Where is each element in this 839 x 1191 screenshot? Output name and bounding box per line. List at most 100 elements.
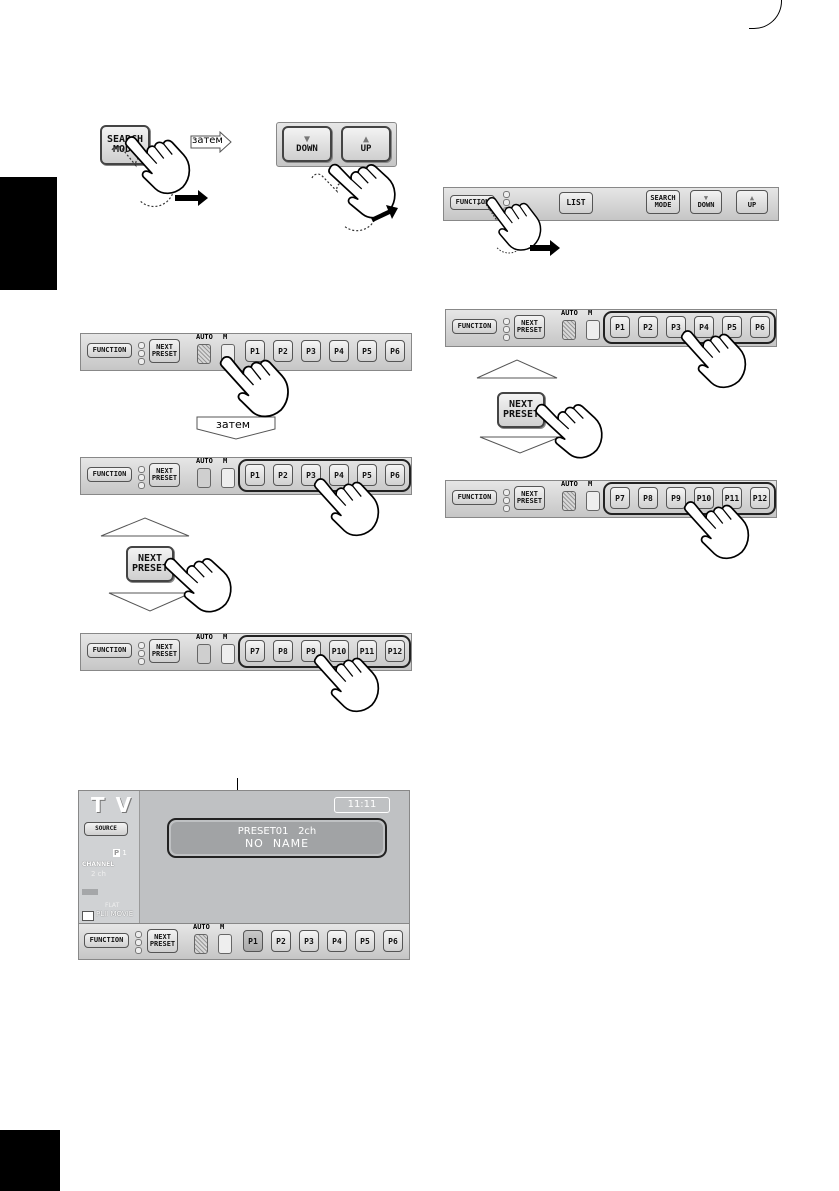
hand-pointer-icon (123, 118, 199, 204)
cycle-up-arrow (100, 517, 190, 537)
preset-button[interactable]: P3 (299, 930, 319, 952)
function-button[interactable]: FUNCTION (87, 643, 132, 658)
preset-button[interactable]: P12 (750, 487, 770, 509)
hand-pointer-icon (312, 460, 388, 546)
preset-button[interactable]: P5 (357, 464, 377, 486)
triangle-up-icon: ▲ (362, 133, 370, 145)
hand-pointer-icon (533, 383, 612, 469)
preset-button[interactable]: P2 (638, 316, 658, 338)
hand-pointer-icon (312, 636, 388, 722)
preset-button[interactable]: P8 (638, 487, 658, 509)
down-small-button[interactable]: ▼ DOWN (690, 190, 722, 214)
preset-button[interactable]: P7 (245, 640, 265, 662)
function-button[interactable]: FUNCTION (452, 490, 497, 505)
name-line: NO NAME (244, 837, 310, 850)
auto-label: AUTO (196, 633, 213, 641)
preset-button[interactable]: P11 (722, 487, 742, 509)
up-small-button[interactable]: ▲ UP (736, 190, 768, 214)
down-small-label: DOWN (697, 201, 715, 209)
preset-button[interactable]: P3 (666, 316, 686, 338)
auto-indicator[interactable] (197, 344, 211, 364)
preset-button[interactable]: P6 (385, 340, 405, 362)
indicator-lamp (138, 350, 145, 357)
next-preset-button[interactable]: NEXT PRESET (514, 486, 545, 510)
memory-button[interactable] (221, 644, 235, 664)
source-title: T V (91, 793, 134, 817)
next-preset-button[interactable]: NEXT PRESET (514, 315, 545, 339)
preset-button[interactable]: P4 (329, 464, 349, 486)
preset-button[interactable]: P11 (357, 640, 377, 662)
preset-button[interactable]: P5 (722, 316, 742, 338)
preset-button-active[interactable]: P1 (243, 930, 263, 952)
preset-bar-left-3: FUNCTION NEXT PRESET AUTO M P7 P8 P9 P10… (80, 633, 412, 671)
triangle-down-icon: ▼ (303, 133, 311, 145)
preset-button[interactable]: P10 (329, 640, 349, 662)
auto-indicator[interactable] (194, 934, 208, 954)
p-indicator: P 1 (113, 849, 127, 857)
triangle-down-icon: ▼ (703, 194, 709, 202)
m-label: M (223, 333, 228, 341)
source-button[interactable]: SOURCE (84, 822, 128, 836)
next-preset-button[interactable]: NEXT PRESET (149, 463, 180, 487)
list-button[interactable]: LIST (559, 192, 593, 214)
sound-mode-bar (82, 889, 98, 895)
preset-button[interactable]: P7 (610, 487, 630, 509)
function-button[interactable]: FUNCTION (84, 933, 129, 948)
memory-button[interactable] (218, 934, 232, 954)
auto-indicator[interactable] (562, 491, 576, 511)
search-mode-small-button[interactable]: SEARCH MODE (646, 190, 680, 214)
preset-button[interactable]: P2 (271, 930, 291, 952)
function-button[interactable]: FUNCTION (87, 343, 132, 358)
indicator-lamp (138, 466, 145, 473)
page-number-box (0, 1130, 60, 1191)
next-preset-button[interactable]: NEXT PRESET (149, 639, 180, 663)
m-label: M (588, 480, 593, 488)
function-button[interactable]: FUNCTION (452, 319, 497, 334)
next-preset-button[interactable]: NEXT PRESET (147, 929, 178, 953)
auto-label: AUTO (193, 923, 210, 931)
indicator-lamp (503, 489, 510, 496)
indicator-lamp (503, 199, 510, 206)
memory-button[interactable] (221, 468, 235, 488)
preset-button[interactable]: P10 (694, 487, 714, 509)
preset-button[interactable]: P9 (666, 487, 686, 509)
indicator-lamp (503, 318, 510, 325)
preset-button[interactable]: P6 (385, 464, 405, 486)
cycle-up-arrow (476, 359, 558, 379)
indicator-lamp (138, 650, 145, 657)
auto-indicator[interactable] (197, 644, 211, 664)
indicator-lamp (138, 358, 145, 365)
indicator-lamp (135, 931, 142, 938)
preset-button[interactable]: P6 (383, 930, 403, 952)
preset-button[interactable]: P4 (329, 340, 349, 362)
preset-button[interactable]: P1 (245, 464, 265, 486)
preset-button[interactable]: P8 (273, 640, 293, 662)
preset-info-box: PRESET01 2ch NO NAME (167, 818, 387, 858)
preset-button[interactable]: P4 (327, 930, 347, 952)
function-button[interactable]: FUNCTION (87, 467, 132, 482)
preset-button[interactable]: P1 (610, 316, 630, 338)
up-button[interactable]: ▲ UP (341, 126, 391, 162)
memory-button[interactable] (586, 320, 600, 340)
preset-button[interactable]: P1 (245, 340, 265, 362)
down-button[interactable]: ▼ DOWN (282, 126, 332, 162)
preset-button[interactable]: P3 (301, 340, 321, 362)
preset-button[interactable]: P2 (273, 464, 293, 486)
preset-button[interactable]: P6 (750, 316, 770, 338)
auto-indicator[interactable] (197, 468, 211, 488)
dolby-label: PLII MOVIE (96, 910, 134, 918)
preset-button[interactable]: P4 (694, 316, 714, 338)
memory-button[interactable] (586, 491, 600, 511)
indicator-lamp (138, 342, 145, 349)
preset-button[interactable]: P5 (355, 930, 375, 952)
clock-display: 11:11 (334, 797, 390, 813)
auto-indicator[interactable] (562, 320, 576, 340)
preset-button[interactable]: P12 (385, 640, 405, 662)
motion-arrow-icon (175, 190, 208, 206)
preset-button[interactable]: P2 (273, 340, 293, 362)
auto-label: AUTO (561, 309, 578, 317)
preset-button[interactable]: P5 (357, 340, 377, 362)
next-preset-button[interactable]: NEXT PRESET (149, 339, 180, 363)
indicator-lamp (503, 497, 510, 504)
tv-preset-bar: FUNCTION NEXT PRESET AUTO M P1 P2 P3 P4 … (79, 923, 409, 959)
